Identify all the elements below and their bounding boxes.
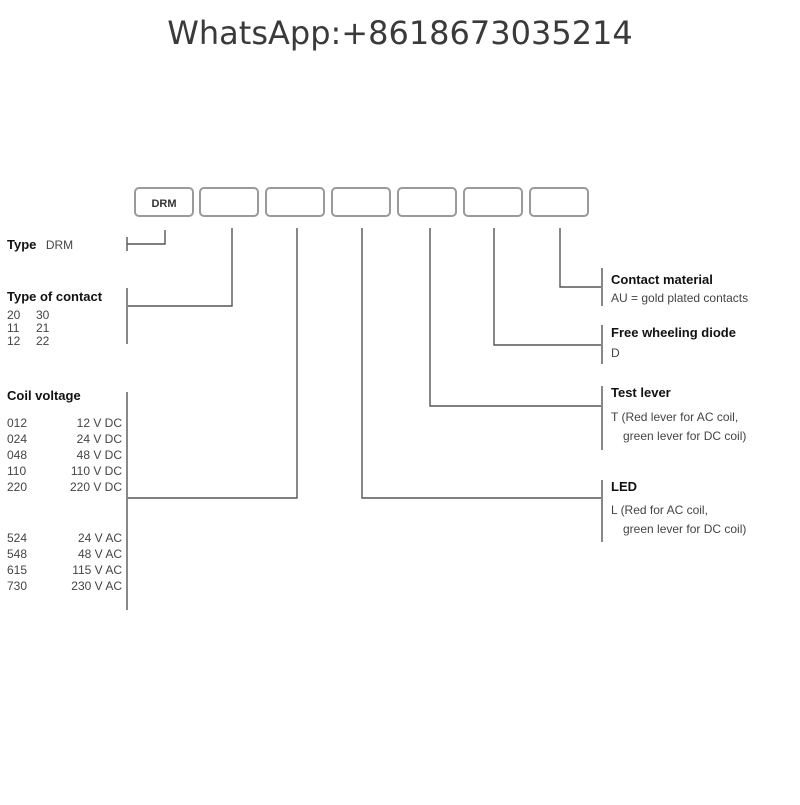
- code-box-test-lever: [397, 187, 457, 217]
- coil-value-6: 24 V AC: [78, 531, 122, 545]
- code-box-type: [134, 187, 194, 217]
- watermark-text: WhatsApp:+8618673035214: [167, 14, 633, 52]
- connector-diode: [493, 228, 602, 346]
- type-label: Type DRM: [7, 236, 73, 253]
- coil-code-8: 615: [7, 563, 27, 577]
- contact-heading: Type of contact: [7, 289, 103, 304]
- coil-value-5: 220 V DC: [70, 480, 122, 494]
- test-lever-heading: Test lever: [611, 385, 671, 400]
- coil-value-1: 12 V DC: [77, 416, 123, 430]
- coil-value-4: 110 V DC: [71, 464, 122, 478]
- coil-code-9: 730: [7, 579, 27, 593]
- connector-led: [361, 228, 602, 499]
- coil-value-8: 115 V AC: [72, 563, 122, 577]
- connector-test-lever: [429, 228, 602, 407]
- connector-contact: [127, 228, 233, 307]
- coil-code-2: 024: [7, 432, 27, 446]
- led-line-2: green lever for DC coil): [623, 522, 746, 536]
- coil-code-6: 524: [7, 531, 27, 545]
- code-box-diode: [463, 187, 523, 217]
- diode-heading: Free wheeling diode: [611, 325, 736, 340]
- coil-code-7: 548: [7, 547, 27, 561]
- coil-value-7: 48 V AC: [78, 547, 122, 561]
- coil-value-2: 24 V DC: [77, 432, 123, 446]
- test-lever-line-1: T (Red lever for AC coil,: [611, 410, 738, 424]
- led-line-1: L (Red for AC coil,: [611, 503, 708, 517]
- connector-contact-material: [559, 228, 602, 288]
- diode-line-1: D: [611, 346, 620, 360]
- code-box-led: [331, 187, 391, 217]
- contact-code-4: 21: [36, 321, 50, 335]
- contact-code-6: 22: [36, 334, 50, 348]
- connector-type: [127, 230, 166, 245]
- coil-value-3: 48 V DC: [77, 448, 123, 462]
- coil-code-4: 110: [7, 464, 26, 478]
- coil-code-1: 012: [7, 416, 27, 430]
- contact-material-heading: Contact material: [611, 272, 713, 287]
- contact-code-3: 11: [7, 321, 20, 335]
- coil-value-9: 230 V AC: [71, 579, 122, 593]
- led-heading: LED: [611, 479, 637, 494]
- contact-code-1: 20: [7, 308, 21, 322]
- code-box-coil: [265, 187, 325, 217]
- test-lever-line-2: green lever for DC coil): [623, 429, 746, 443]
- coil-code-3: 048: [7, 448, 27, 462]
- code-box-contact-material: [529, 187, 589, 217]
- code-box-contact: [199, 187, 259, 217]
- code-box-type-label: DRM: [151, 198, 176, 210]
- contact-code-2: 30: [36, 308, 50, 322]
- contact-material-line-1: AU = gold plated contacts: [611, 291, 748, 305]
- coil-heading: Coil voltage: [7, 388, 81, 403]
- type-value: DRM: [46, 238, 73, 252]
- connector-coil: [127, 228, 298, 499]
- coil-code-5: 220: [7, 480, 27, 494]
- type-heading: Type: [7, 237, 36, 252]
- contact-code-5: 12: [7, 334, 21, 348]
